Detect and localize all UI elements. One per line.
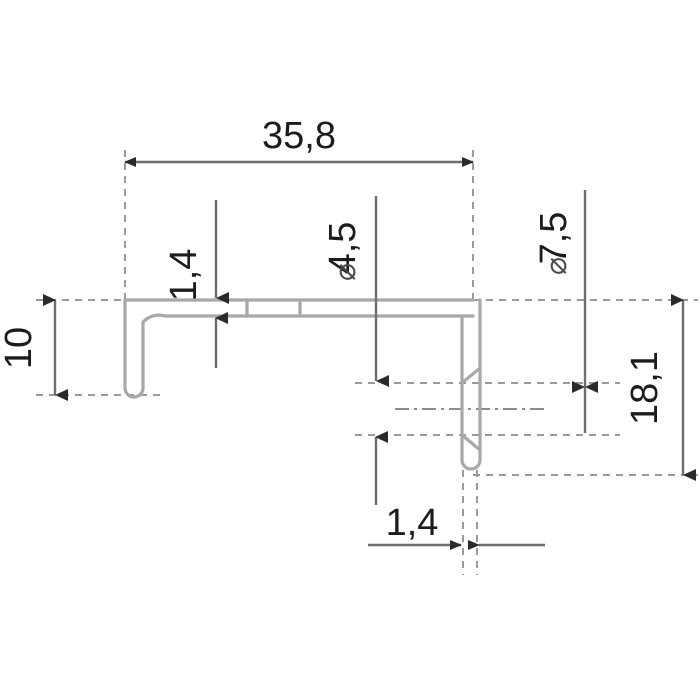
dim-label-overall-width: 35,8 <box>262 115 336 157</box>
hole-chamfer-upper <box>460 366 482 385</box>
dimension-overall-width: 35,8 <box>124 115 474 167</box>
dim-label-hole-small: 4,5 <box>322 222 364 275</box>
dimension-left-leg-height: 10 <box>0 294 68 401</box>
diameter-symbol-icon-small: ⌀ <box>329 263 362 281</box>
diameter-symbol-icon-large: ⌀ <box>540 257 573 275</box>
dimension-hole-small: 4,5 ⌀ <box>322 196 389 505</box>
profile-right-leg <box>460 298 482 471</box>
profile-left-hook <box>123 298 475 399</box>
extension-lines <box>36 150 698 575</box>
hole-chamfer-lower <box>460 433 482 452</box>
dimension-right-leg-height: 18,1 <box>624 294 696 481</box>
dim-label-right-wall-thickness: 1,4 <box>386 502 439 544</box>
profile-outline <box>123 298 482 471</box>
dim-label-right-leg-height: 18,1 <box>624 351 666 425</box>
dim-label-hole-large: 7,5 <box>533 212 575 265</box>
dim-label-top-wall-thickness: 1,4 <box>163 249 205 302</box>
dim-label-left-leg-height: 10 <box>0 327 40 369</box>
dimension-hole-large: 7,5 ⌀ <box>533 190 598 433</box>
dimension-right-wall-thickness: 1,4 <box>368 502 545 550</box>
dimension-top-wall-thickness: 1,4 <box>163 200 229 368</box>
